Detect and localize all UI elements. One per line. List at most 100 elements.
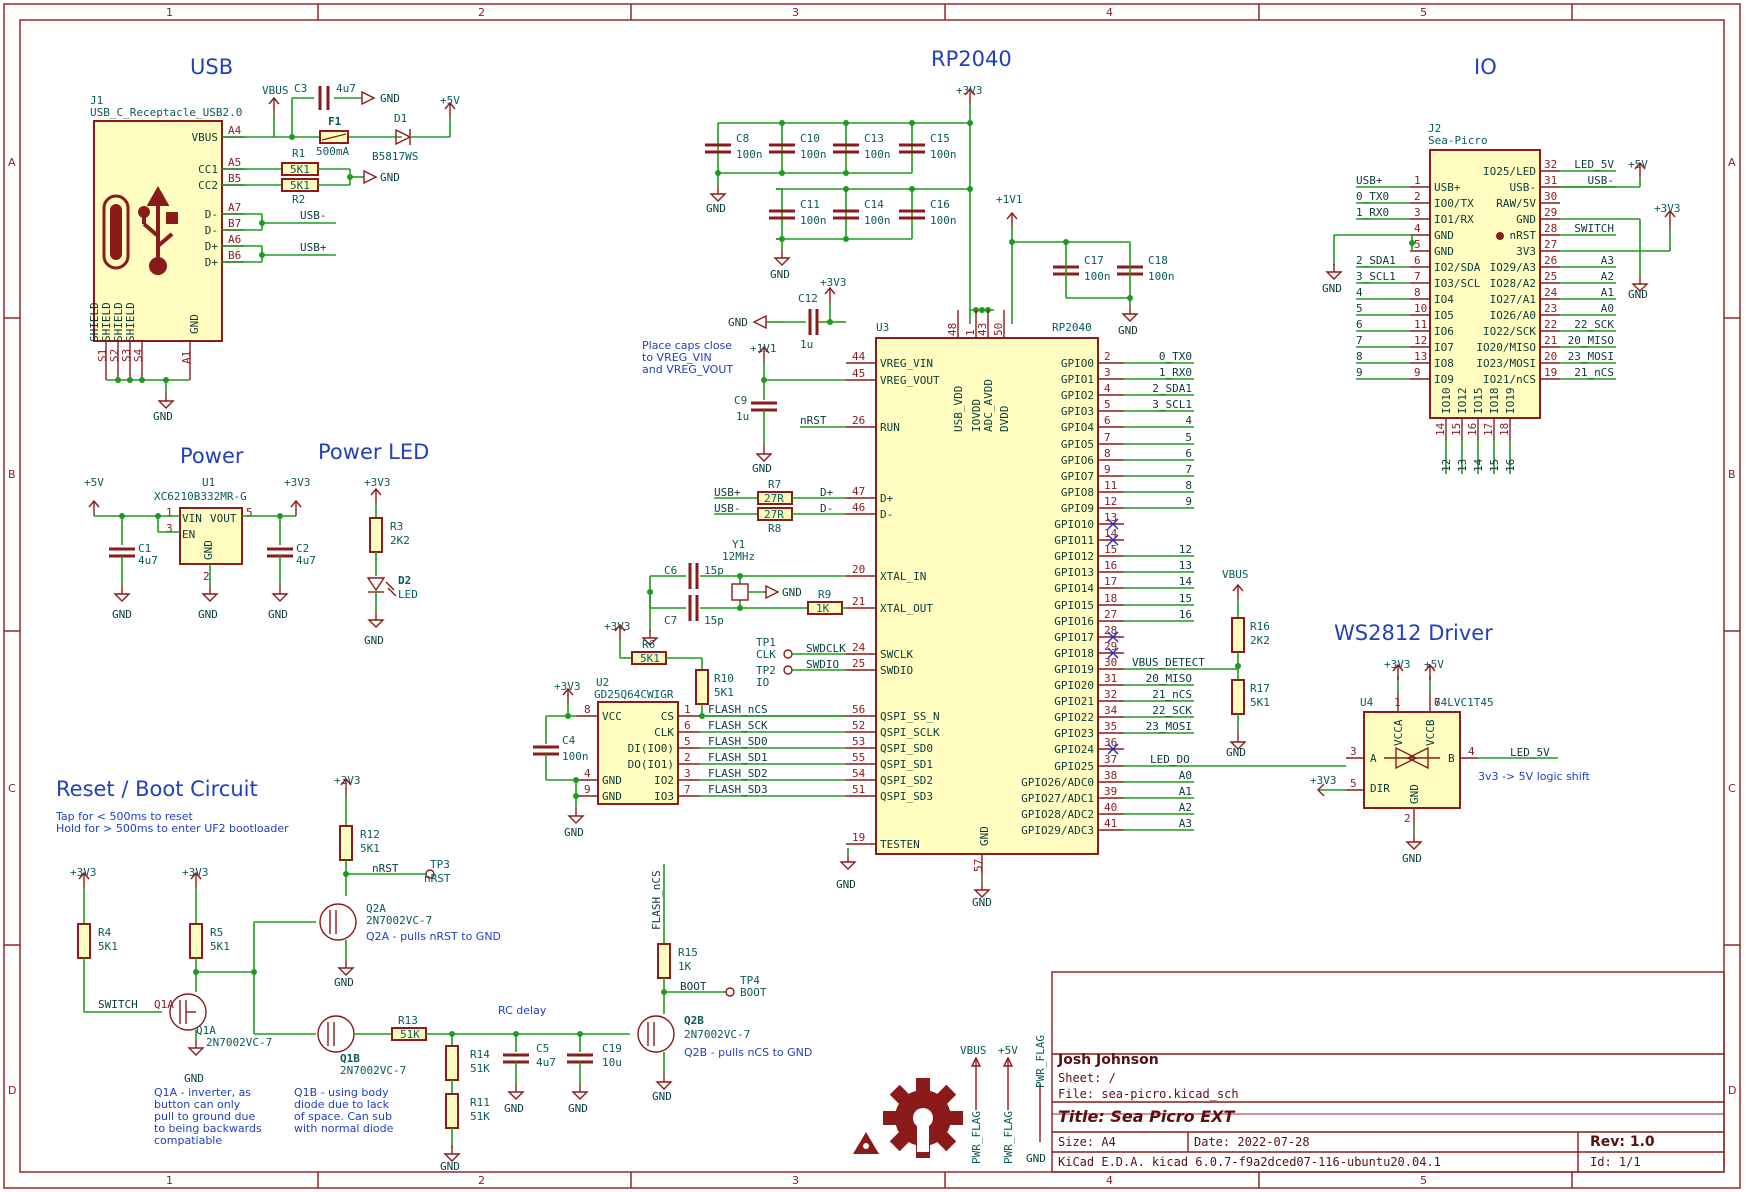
u3-power-pin-label: USB_VDD <box>952 386 965 432</box>
j2-left-pin-number: 12 <box>1414 334 1427 347</box>
u3-left-pin-label: QSPI_SD3 <box>880 790 933 803</box>
shield-label-3: SHIELD <box>112 302 125 342</box>
section-title-reset: Reset / Boot Circuit <box>56 777 258 801</box>
j2-net-label: SWITCH <box>1574 222 1614 235</box>
svg-text:to VREG_VIN: to VREG_VIN <box>642 351 712 364</box>
svg-text:GND: GND <box>440 1160 460 1173</box>
svg-text:LED: LED <box>398 588 418 601</box>
cap-value: 100n <box>930 148 957 161</box>
u3-gpio-label: GPIO21 <box>1054 695 1094 708</box>
rp2040-chip-u3[interactable]: U3 RP2040 VREG_VIN44VREG_VOUT45RUN26D+47… <box>846 310 1346 878</box>
j1-pin-label: D- <box>205 224 218 237</box>
net-label: A0 <box>1179 769 1192 782</box>
grid-col-1: 1 <box>166 6 173 19</box>
u3-left-pin-label: TESTEN <box>880 838 920 851</box>
cap-value: 100n <box>1084 270 1111 283</box>
svg-text:Place caps close: Place caps close <box>642 339 732 352</box>
svg-text:GND: GND <box>1322 282 1342 295</box>
svg-text:R2: R2 <box>292 193 305 206</box>
j2-right-pin-number: 27 <box>1544 238 1557 251</box>
svg-text:GND: GND <box>706 202 726 215</box>
svg-text:1: 1 <box>1394 696 1401 709</box>
j2-right-pin-number: 28 <box>1544 222 1557 235</box>
resistor-r15 <box>657 943 671 979</box>
cap-ref: C13 <box>864 132 884 145</box>
svg-text:GND: GND <box>184 1072 204 1085</box>
svg-text:U1: U1 <box>202 476 215 489</box>
j2-right-pin-number: 22 <box>1544 318 1557 331</box>
net-label: 8 <box>1185 479 1192 492</box>
shield-label-1: SHIELD <box>88 302 101 342</box>
capacitor-c3 <box>318 86 330 110</box>
svg-text:+3V3: +3V3 <box>1310 774 1337 787</box>
flash-net-label: FLASH_SD3 <box>708 783 768 796</box>
u2-left-pin-label: GND <box>602 774 622 787</box>
resistor-r12 <box>339 825 353 861</box>
svg-text:Q2A: Q2A <box>366 902 386 915</box>
svg-text:CLK: CLK <box>756 648 776 661</box>
j2-left-pin-number: 9 <box>1414 366 1421 379</box>
j2-net-label: 1_RX0 <box>1356 206 1389 219</box>
tb-tool: KiCad E.D.A. kicad 6.0.7-f9a2dced07-116-… <box>1058 1155 1441 1169</box>
ldo-regulator-u1[interactable]: U1 XC6210B332MR-G VIN VOUT EN GND 13 52 <box>154 476 253 583</box>
net-label: 20_MISO <box>1146 672 1192 685</box>
j1-pin-label: CC2 <box>198 179 218 192</box>
usb-connector-j1[interactable]: J1 USB_C_Receptacle_USB2.0 VBUSA4CC1A5CC… <box>88 94 244 342</box>
cap-ref: C15 <box>930 132 950 145</box>
svg-text:Tap for < 500ms to reset: Tap for < 500ms to reset <box>55 810 193 823</box>
svg-text:SWITCH: SWITCH <box>98 998 138 1011</box>
j1-pin-label: VBUS <box>192 131 219 144</box>
j2-right-pin-label: IO25/LED <box>1483 165 1536 178</box>
u3-power-pin-label: ADC_AVDD <box>982 379 995 432</box>
svg-text:C3: C3 <box>294 82 307 95</box>
j2-net-label: 7 <box>1356 334 1363 347</box>
svg-text:GND: GND <box>334 976 354 989</box>
j2-net-label: 4 <box>1356 286 1363 299</box>
cap-ref: C16 <box>930 198 950 211</box>
j2-left-pin-number: 3 <box>1414 206 1421 219</box>
net-label: 16 <box>1179 608 1192 621</box>
j1-pin-label: D- <box>205 208 218 221</box>
u3-left-pin-number: 21 <box>852 595 865 608</box>
j2-bottom-pin-label: IO10 <box>1440 388 1453 415</box>
svg-text:2K2: 2K2 <box>390 534 410 547</box>
decoupling-caps: +3V3 C8100nC10100nC13100nC15100nC11100nC… <box>703 84 1175 337</box>
u3-left-pin-number: 26 <box>852 414 865 427</box>
svg-text:GND: GND <box>112 608 132 621</box>
grid-row-d: D <box>8 1084 16 1097</box>
svg-text:+3V3: +3V3 <box>956 84 983 97</box>
u3-left-pin-number: 56 <box>852 703 865 716</box>
u3-power-pin-number: 50 <box>992 323 1005 336</box>
resistor-r4 <box>77 923 91 959</box>
svg-text:Q1A: Q1A <box>196 1024 216 1037</box>
u2-right-pin-number: 1 <box>684 703 691 716</box>
svg-text:compatiable: compatiable <box>154 1134 222 1147</box>
u3-left-pin-number: 51 <box>852 783 865 796</box>
grid-labels: 1 2 3 4 5 1 2 3 4 5 A B C D A B C D <box>8 6 1736 1187</box>
svg-text:D1: D1 <box>394 112 407 125</box>
j2-net-label: 6 <box>1356 318 1363 331</box>
net-label: 2_SDA1 <box>1152 382 1192 395</box>
j2-right-pin-number: 21 <box>1544 334 1557 347</box>
svg-text:R11: R11 <box>470 1096 490 1109</box>
j1-ref: J1 <box>90 94 103 107</box>
j2-left-pin-label: IO8 <box>1434 357 1454 370</box>
svg-text:100n: 100n <box>562 750 589 763</box>
u3-left-pin-number: 53 <box>852 735 865 748</box>
svg-text:+5V: +5V <box>84 476 104 489</box>
svg-text:R12: R12 <box>360 828 380 841</box>
u3-gpio-number: 40 <box>1104 801 1117 814</box>
header-connector-j2[interactable]: J2 Sea-Picro USB+1USB+IO0/TX20_TX0IO1/RX… <box>1356 122 1616 474</box>
j1-pin-label: D+ <box>205 256 219 269</box>
j2-right-pin-number: 30 <box>1544 190 1557 203</box>
j2-net-label: 20_MISO <box>1568 334 1614 347</box>
svg-text:5K1: 5K1 <box>290 179 310 192</box>
grid-col-3b: 3 <box>792 1174 799 1187</box>
u3-gpio-label: GPIO23 <box>1054 727 1094 740</box>
power-flags: VBUS +5V PWR_FLAG PWR_FLAG PWR_FLAG GND <box>853 1035 1047 1165</box>
svg-text:51K: 51K <box>470 1110 490 1123</box>
svg-text:TP1: TP1 <box>756 636 776 649</box>
